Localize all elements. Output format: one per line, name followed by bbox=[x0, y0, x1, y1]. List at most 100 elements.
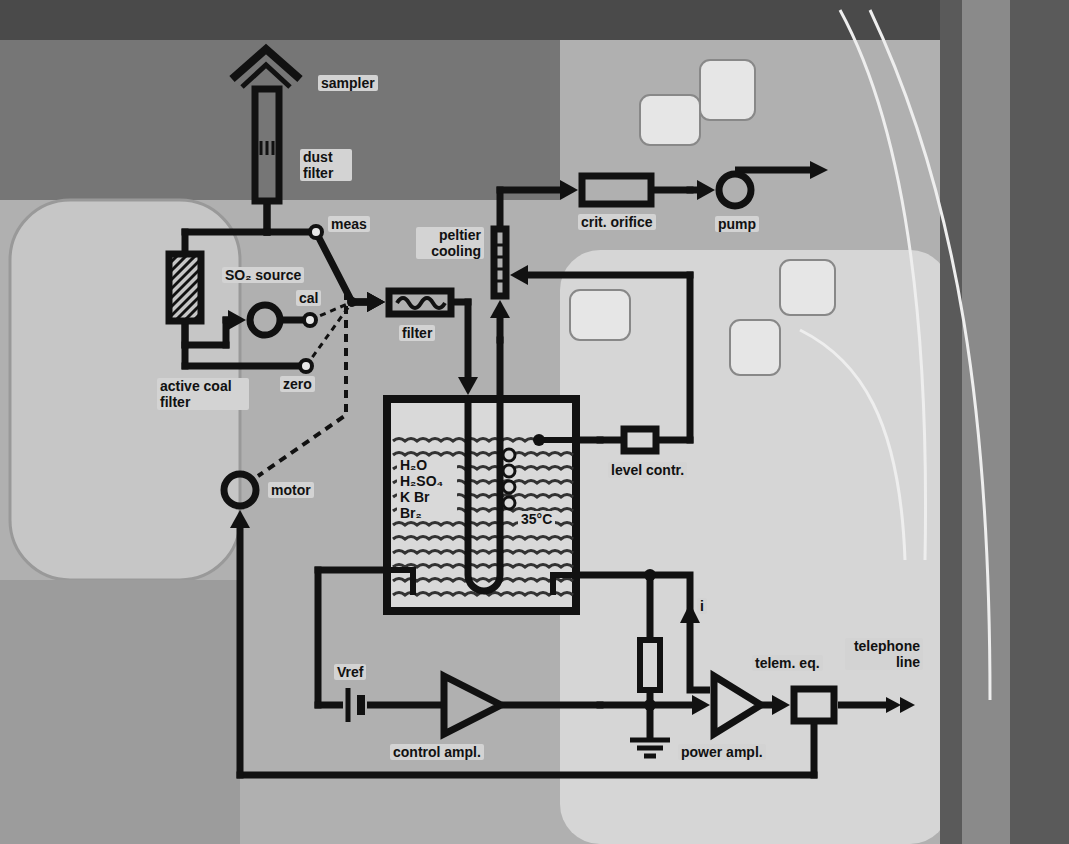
pipe-segment bbox=[315, 570, 322, 705]
pipe-segment bbox=[185, 229, 267, 236]
node-outline-part bbox=[389, 291, 451, 314]
arrow-head bbox=[367, 292, 385, 312]
pipe-segment bbox=[316, 232, 352, 302]
telemetry-box: telem. eq. bbox=[790, 685, 838, 725]
arrow-head bbox=[697, 180, 715, 200]
node-outline-part bbox=[255, 89, 279, 201]
node-outline-part bbox=[169, 254, 201, 321]
node-outline-part bbox=[494, 229, 506, 296]
node-outline-part bbox=[543, 437, 580, 443]
vessel-content-label: H₂O H₂SO₄ K Br Br₂ bbox=[397, 457, 457, 521]
arrow-head bbox=[230, 510, 250, 528]
photo-background-part bbox=[700, 60, 755, 120]
arrow-head bbox=[510, 265, 528, 285]
node-outline-part bbox=[714, 676, 761, 734]
current-wire bbox=[580, 575, 710, 690]
pipe-segment bbox=[182, 232, 189, 250]
node-outline-part bbox=[468, 395, 500, 591]
node-label: filter bbox=[399, 325, 435, 341]
pipe-segment bbox=[185, 342, 226, 349]
pipe-connector bbox=[580, 440, 620, 441]
pump-circle: pump bbox=[715, 170, 755, 210]
battery-plate bbox=[357, 695, 365, 715]
node-outline-part bbox=[503, 465, 515, 477]
node-outline-part bbox=[444, 676, 501, 734]
photo-background-part bbox=[560, 250, 950, 844]
ground-symbol bbox=[630, 740, 670, 756]
pipe-segment bbox=[497, 190, 504, 225]
node-outline bbox=[165, 250, 205, 325]
line-arrow bbox=[886, 697, 901, 713]
node-label: power ampl. bbox=[678, 744, 766, 760]
node-outline bbox=[246, 301, 284, 339]
current-label: i bbox=[697, 598, 707, 614]
exhaust-arrow bbox=[810, 161, 828, 179]
node-label: peltier cooling bbox=[416, 227, 484, 259]
switch-contact bbox=[304, 314, 316, 326]
photo-background-part bbox=[962, 0, 1010, 844]
photo-background-part bbox=[0, 0, 1069, 40]
pipe-connector bbox=[505, 695, 710, 715]
arrow-head bbox=[458, 377, 478, 395]
photo-background-part bbox=[940, 0, 1069, 844]
switch-contact bbox=[310, 226, 322, 238]
orifice-box: crit. orifice bbox=[578, 172, 655, 208]
node-outline-part bbox=[224, 474, 256, 506]
reaction-vessel: H₂O H₂SO₄ K Br Br₂ 35°C bbox=[383, 395, 580, 615]
node-outline bbox=[715, 170, 755, 210]
pipe-connector bbox=[655, 180, 715, 200]
filter-box: filter bbox=[385, 287, 455, 318]
node-outline bbox=[220, 470, 260, 510]
pipe-connector bbox=[185, 292, 385, 366]
pipe-connector bbox=[230, 510, 814, 775]
arrow-head bbox=[692, 695, 710, 715]
exhaust-pipe bbox=[735, 167, 812, 174]
node-outline-part bbox=[393, 537, 573, 540]
photo-background-part bbox=[0, 580, 240, 844]
node-label: SO₂ source bbox=[222, 267, 304, 283]
node-outline-part bbox=[242, 65, 290, 87]
node-outline-part bbox=[503, 449, 515, 461]
telephone-wire bbox=[838, 702, 890, 709]
node-outline-part bbox=[261, 141, 273, 155]
pipe-segment bbox=[264, 205, 271, 232]
vessel-content-label: 35°C bbox=[518, 511, 555, 527]
pipe-segment bbox=[655, 187, 690, 194]
node-outline-part bbox=[719, 174, 751, 206]
pipe-segment bbox=[660, 437, 690, 444]
line-arrow bbox=[900, 697, 915, 713]
motor-circle: motor bbox=[220, 470, 260, 510]
arrow-head bbox=[560, 180, 578, 200]
node-label: motor bbox=[268, 482, 314, 498]
pipe-connector bbox=[185, 310, 246, 345]
arrow-head bbox=[367, 292, 385, 312]
resistor-symbol bbox=[640, 640, 660, 690]
amplifier-triangle: power ampl. bbox=[710, 672, 765, 738]
pipe-segment bbox=[497, 340, 504, 395]
photo-background-part bbox=[800, 10, 990, 700]
node-label: sampler bbox=[318, 75, 378, 91]
node-outline-part bbox=[497, 245, 503, 281]
node-outline bbox=[385, 287, 455, 318]
pipe-segment bbox=[182, 325, 189, 366]
pipe-segment bbox=[264, 205, 271, 232]
pipe-segment bbox=[811, 725, 818, 775]
pipe-segment bbox=[318, 567, 383, 574]
node-outline-part bbox=[393, 453, 573, 456]
node-label: pump bbox=[715, 216, 759, 232]
node-outline-part bbox=[169, 254, 201, 321]
arrow-head bbox=[228, 310, 246, 330]
junction-dot bbox=[644, 569, 656, 581]
photo-background-part bbox=[730, 320, 780, 375]
pipe-segment bbox=[240, 772, 814, 779]
node-outline bbox=[790, 685, 838, 725]
pipe-connector bbox=[455, 302, 478, 395]
node-outline-part bbox=[393, 551, 573, 554]
coal-filter-box: active coal filter bbox=[165, 250, 205, 325]
pipe-segment bbox=[580, 437, 600, 444]
node-outline-part bbox=[624, 429, 656, 451]
node-outline-part bbox=[582, 176, 651, 204]
node-label: control ampl. bbox=[390, 744, 484, 760]
